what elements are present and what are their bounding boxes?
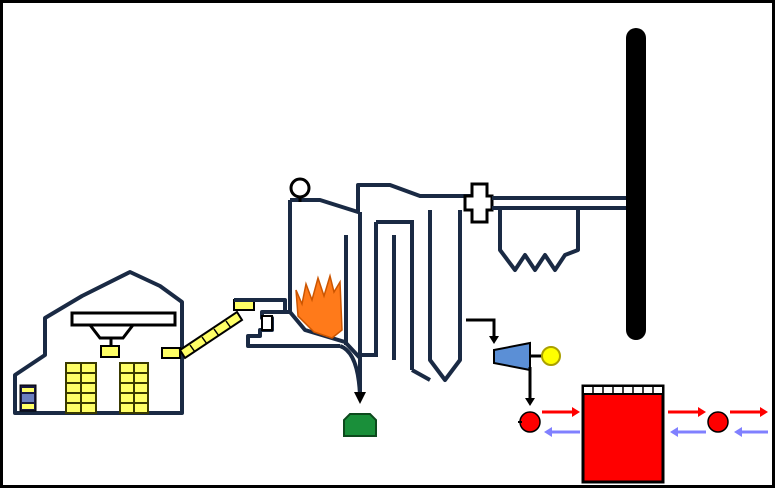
crane-grab (100, 345, 120, 358)
crane-trolley (86, 323, 137, 340)
building-outline (13, 270, 184, 415)
drum-icon (289, 177, 311, 199)
boiler-tubes (358, 210, 462, 395)
turbine-icon (493, 341, 531, 372)
steam-turbine (466, 318, 561, 406)
condenser-icon (581, 384, 665, 484)
flame-icon (295, 273, 343, 339)
pump-icon-right (707, 411, 729, 433)
valve-icon (463, 182, 494, 224)
condenser (581, 384, 665, 484)
circulating-pump (668, 407, 768, 437)
coal-stack-left (65, 362, 97, 414)
crane-gantry (70, 311, 177, 327)
generator-icon (541, 346, 561, 366)
coal-storage-building (13, 270, 184, 415)
pump-icon (519, 411, 541, 433)
ash-hopper (339, 344, 377, 437)
coal-hopper-exit (161, 347, 181, 359)
coal-conveyor (178, 299, 255, 360)
feed-pump (518, 407, 580, 437)
furnace (285, 177, 472, 395)
chimney-stack (626, 28, 646, 340)
hopper-icon (343, 413, 377, 437)
coal-stack-right (119, 362, 149, 414)
economizer (463, 182, 627, 272)
chimney-icon (626, 28, 646, 340)
control-cabinet (19, 384, 37, 412)
coil-icon (498, 210, 580, 272)
